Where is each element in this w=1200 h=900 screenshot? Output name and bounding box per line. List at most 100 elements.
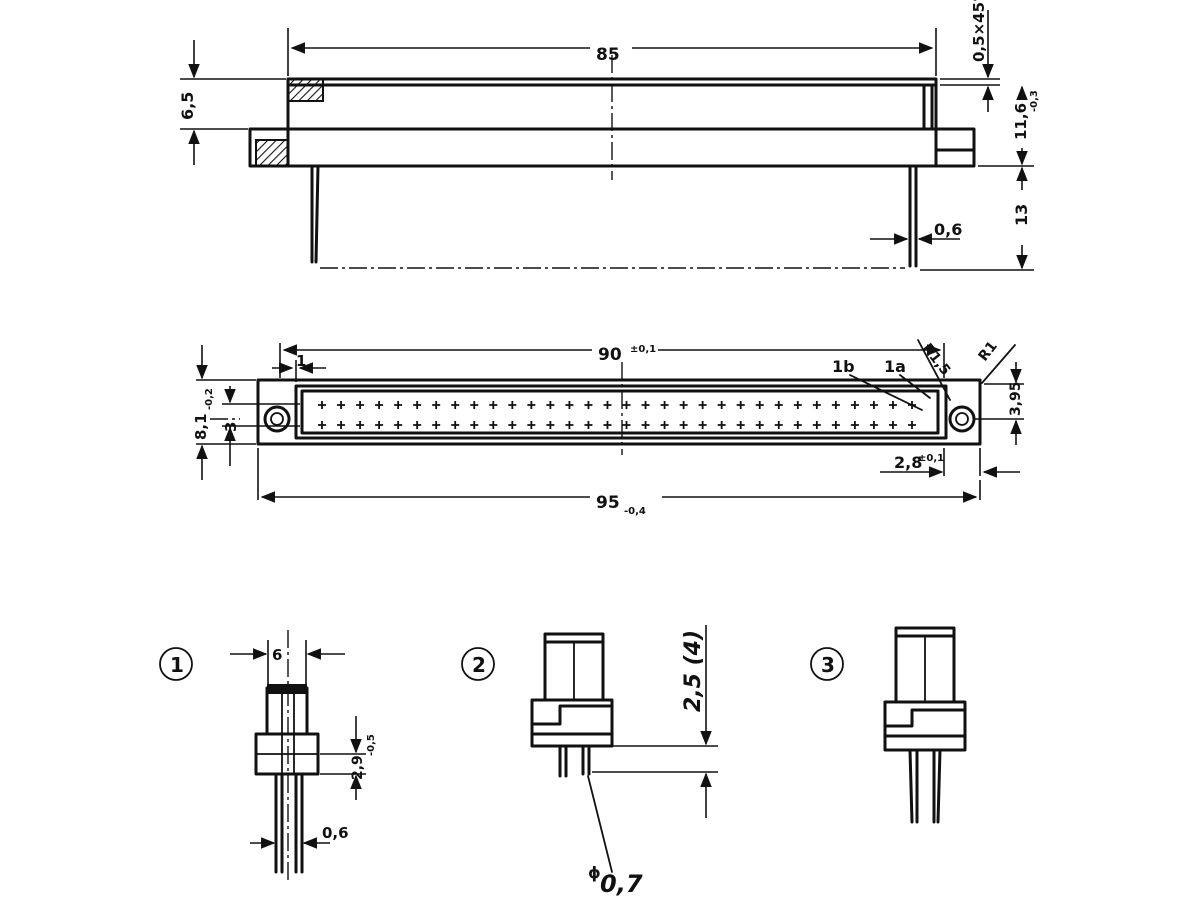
contact-mark (717, 421, 726, 429)
contact-mark (812, 401, 821, 409)
detail-1-dim-collar-tol: -0,5 (366, 734, 377, 756)
dim-90-tol: ±0,1 (630, 344, 656, 355)
detail-3-number: 3 (821, 653, 835, 677)
dim-3-label: 3 (222, 422, 240, 432)
contact-mark (432, 401, 441, 409)
contact-mark (356, 421, 365, 429)
dim-85-label: 85 (596, 45, 620, 65)
front-view-body: 1b 1a (210, 357, 982, 455)
row-1b-label: 1b (832, 357, 855, 376)
detail-1-dim-collar: 2,9 (350, 755, 366, 780)
contact-mark (850, 401, 859, 409)
dim-13-label: 13 (1012, 204, 1031, 226)
top-view-body (248, 55, 976, 269)
detail-1: 1 6 2,9 -0,5 0,6 (159, 630, 377, 880)
dim-3-95-label: 3,95 (1008, 381, 1024, 416)
contact-mark (375, 401, 384, 409)
dim-6-5-label: 6,5 (178, 92, 197, 120)
contact-mark (736, 421, 745, 429)
contact-mark (356, 401, 365, 409)
contact-mark (413, 401, 422, 409)
contact-mark (831, 401, 840, 409)
contact-mark (793, 401, 802, 409)
contact-mark (908, 421, 916, 429)
dim-95-label: 95 (596, 493, 620, 513)
dim-2-8-tol: ±0,1 (918, 453, 944, 464)
dim-8-1-tol: -0,2 (204, 388, 215, 410)
contact-mark (546, 421, 555, 429)
detail-1-dim-width: 6 (272, 646, 282, 664)
contact-mark (318, 421, 326, 429)
contact-mark (337, 421, 346, 429)
contact-mark (470, 401, 479, 409)
contact-mark (432, 421, 441, 429)
dim-2-8-label: 2,8 (894, 453, 922, 472)
contact-array (318, 401, 916, 429)
contact-mark (622, 401, 631, 409)
contact-mark (793, 421, 802, 429)
contact-mark (698, 401, 707, 409)
contact-mark (641, 401, 650, 409)
top-view-dimensions: 85 6,5 0,5×45° 11,6 -0,3 13 (178, 0, 1040, 271)
contact-mark (451, 421, 460, 429)
contact-mark (508, 421, 517, 429)
contact-mark (774, 421, 783, 429)
contact-mark (679, 421, 688, 429)
contact-mark (489, 421, 498, 429)
contact-mark (641, 421, 650, 429)
contact-mark (565, 401, 574, 409)
dim-11-6-label: 11,6 (1012, 103, 1030, 140)
contact-mark (698, 421, 707, 429)
detail-1-number: 1 (170, 653, 184, 677)
detail-2: 2 2,5 (4) ϕ 0,7 (461, 625, 718, 898)
contact-mark (584, 421, 593, 429)
contact-mark (318, 401, 326, 409)
contact-mark (812, 421, 821, 429)
contact-mark (755, 421, 764, 429)
contact-mark (850, 421, 859, 429)
contact-mark (527, 421, 536, 429)
contact-mark (888, 401, 897, 409)
contact-mark (888, 421, 897, 429)
contact-mark (394, 421, 403, 429)
contact-mark (565, 421, 574, 429)
front-view: 1b 1a 90 ±0,1 1 R1,5 R1 8,1 (192, 338, 1024, 517)
contact-mark (717, 401, 726, 409)
contact-mark (584, 401, 593, 409)
contact-mark (375, 421, 384, 429)
contact-mark (736, 401, 745, 409)
detail-2-number: 2 (472, 653, 486, 677)
contact-mark (622, 421, 631, 429)
detail-2-dim-diameter: 0,7 (600, 870, 643, 898)
contact-mark (660, 401, 669, 409)
contact-mark (869, 401, 878, 409)
dim-pin-0-6-label: 0,6 (934, 220, 962, 239)
top-view: 85 6,5 0,5×45° 11,6 -0,3 13 (178, 0, 1040, 271)
contact-mark (451, 401, 460, 409)
contact-mark (394, 401, 403, 409)
contact-mark (489, 401, 498, 409)
contact-mark (470, 421, 479, 429)
detail-3: 3 (810, 626, 967, 824)
detail-2-dim-height: 2,5 (4) (681, 630, 706, 712)
dim-offset-label: 1 (296, 352, 306, 370)
detail-2-diameter-symbol: ϕ (588, 863, 601, 882)
detail-1-dim-pin: 0,6 (322, 824, 349, 842)
dim-95-tol: -0,4 (624, 506, 646, 517)
contact-mark (337, 401, 346, 409)
contact-mark (774, 401, 783, 409)
contact-mark (603, 421, 612, 429)
contact-mark (831, 421, 840, 429)
contact-mark (508, 401, 517, 409)
dim-11-6-tol: -0,3 (1029, 90, 1040, 112)
dim-chamfer-label: 0,5×45° (970, 0, 988, 62)
row-1a-label: 1a (884, 357, 906, 376)
contact-mark (869, 421, 878, 429)
contact-mark (679, 401, 688, 409)
contact-mark (546, 401, 555, 409)
dim-r1-label: R1 (976, 338, 1001, 364)
contact-mark (603, 401, 612, 409)
contact-mark (660, 421, 669, 429)
contact-mark (755, 401, 764, 409)
